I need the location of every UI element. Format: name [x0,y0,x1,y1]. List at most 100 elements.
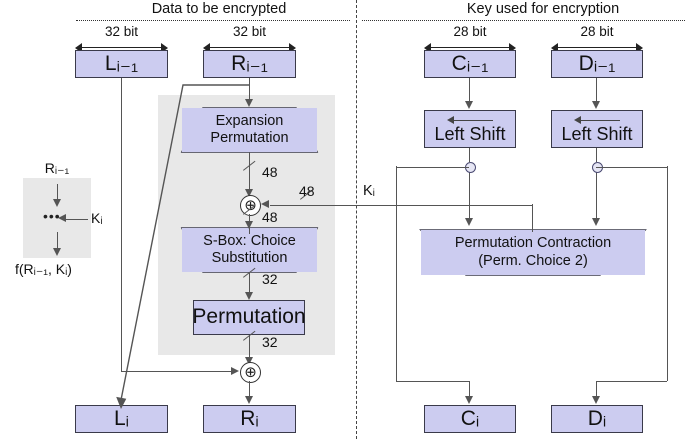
perm-contraction-line2: (Perm. Choice 2) [478,252,588,269]
left-shift-c: Left Shift [424,110,516,148]
wire-leftshift-d-out [596,148,597,162]
left-shift-c-icon [447,116,493,125]
legend-arrowhead-out [52,248,61,256]
arrowhead-rout-in [244,396,253,404]
wire-c-bus-left [396,166,397,381]
expansion-permutation-block: Expansion Permutation [182,108,317,152]
wire-d-bus-right [667,166,668,381]
wire-lprev-down [121,78,122,371]
expansion-permutation-line1: Expansion [215,112,284,129]
permutation-block-label: Permutation [192,305,306,329]
wire-junction-d-to-pc [596,171,597,221]
left-shift-c-label: Left Shift [434,124,506,145]
arrowhead-pc-in-c [464,218,473,226]
left-shift-d-label: Left Shift [561,124,633,145]
register-r-prev: Rᵢ₋₁ [203,50,296,78]
perm-contraction-block: Permutation Contraction (Perm. Choice 2) [421,230,645,275]
legend-input-label: Rᵢ₋₁ [44,160,70,176]
wire-c-bus-bottom [396,381,469,382]
sbox-line1: S-Box: Choice [203,232,296,249]
register-d-out: Dᵢ [551,405,643,433]
section-header-key: Key used for encryption [466,1,620,17]
arrowhead-xor1-key-in [261,200,269,208]
register-d-out-label: Dᵢ [587,406,607,430]
wire-roundkey-to-xor [270,204,533,206]
register-d-prev-label: Dᵢ₋₁ [578,51,616,75]
section-divider [356,0,357,439]
expansion-permutation-line2: Permutation [210,130,289,146]
left-shift-d: Left Shift [551,110,643,148]
wire-d-bus-bottom [596,381,667,382]
wire-dprev-to-leftshift [596,78,597,102]
bitwidth-arrow-c [424,43,516,53]
register-r-out-label: Rᵢ [240,406,259,430]
register-c-prev-label: Cᵢ₋₁ [451,51,489,75]
junction-node-c [464,162,476,173]
register-l-out: Lᵢ [75,405,168,433]
bitwidth-label-r: 32 bit [232,24,267,39]
wire-rprev-to-expansion [249,78,250,100]
wire-lprev-to-xor2 [121,371,231,372]
bitwidth-arrow-r [203,43,296,53]
header-divider-right [362,20,685,21]
wire-d-bus-top [596,166,667,168]
register-c-prev: Cᵢ₋₁ [424,50,516,78]
perm-contraction-line1: Permutation Contraction [454,235,612,252]
wire-cprev-to-leftshift [469,78,470,102]
register-d-prev: Dᵢ₋₁ [551,50,643,78]
wire-label-round-key: Kᵢ [363,183,375,199]
wire-permcontraction-out [532,204,533,232]
sbox-block: S-Box: Choice Substitution [182,228,317,272]
legend-wire-out [57,232,58,250]
wire-label-48-expansion-out: 48 [262,164,278,180]
arrowhead-xor2-left-in [231,366,239,375]
legend-output-label: f(Rᵢ₋₁, Kᵢ) [15,261,72,277]
permutation-block: Permutation [192,300,306,335]
bitwidth-label-d: 28 bit [580,24,614,39]
arrowhead-dout-in [591,396,600,404]
wire-junction-c-to-pc [469,171,470,221]
wire-d-bus-down [596,381,597,399]
bitwidth-tick-48b [243,214,256,224]
bitwidth-label-c: 28 bit [453,24,487,39]
wire-leftshift-c-out [469,148,470,162]
register-r-prev-label: Rᵢ₋₁ [231,51,268,75]
wire-label-32-sbox-out: 32 [262,271,278,287]
legend-wire-key [64,218,88,220]
legend-arrowhead-key [58,214,66,222]
bitwidth-label-l: 32 bit [104,24,139,39]
section-header-data: Data to be encrypted [151,1,287,17]
sbox-line2: Substitution [211,250,288,266]
bitwidth-tick-48a [243,170,256,180]
wire-c-bus-top [396,166,469,168]
bitwidth-arrow-l [75,43,168,53]
register-r-out: Rᵢ [203,405,296,433]
register-l-prev-label: Lᵢ₋₁ [104,51,139,75]
register-c-out: Cᵢ [424,405,516,433]
register-l-prev: Lᵢ₋₁ [75,50,168,78]
arrowhead-cout-in [464,396,473,404]
xor-gate-feistel: ⊕ [240,362,261,383]
wire-xor2-to-rout [249,381,250,399]
bitwidth-tick-48key [300,199,313,209]
arrowhead-leftshift-c-in [464,101,473,109]
arrowhead-permutation-in [244,292,253,300]
left-shift-d-icon [574,116,620,125]
register-l-out-label: Lᵢ [114,406,129,430]
wire-c-bus-down [469,381,470,399]
junction-node-d [591,162,603,173]
arrowhead-expansion-in [244,99,253,107]
legend-key-label: Kᵢ [91,210,103,226]
wire-label-48-xor-out: 48 [262,209,278,225]
wire-label-32-perm-out: 32 [262,334,278,350]
arrowhead-pc-in-d [591,218,600,226]
bitwidth-tick-32a [243,277,256,287]
legend-ellipsis: ••• [43,208,61,224]
wire-label-48-key-in: 48 [299,183,315,199]
header-divider-left [76,20,350,21]
bitwidth-arrow-d [551,43,643,53]
register-c-out-label: Cᵢ [460,406,480,430]
legend-arrowhead-in [52,199,61,207]
bitwidth-tick-32b [243,340,256,350]
